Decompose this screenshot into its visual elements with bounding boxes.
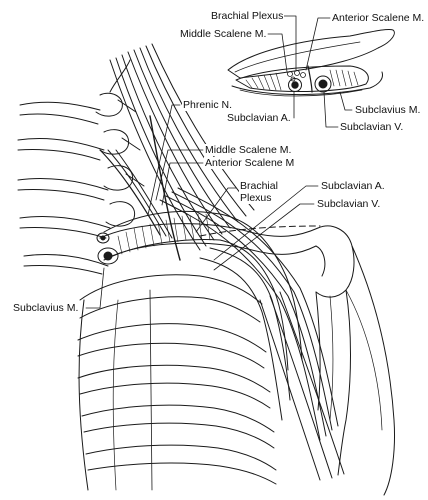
inset-hatching xyxy=(245,69,359,91)
label-anterior-scalene: Anterior Scalene M xyxy=(204,157,296,169)
label-subclavius: Subclavius M. xyxy=(12,302,80,314)
scalene-muscles xyxy=(99,43,255,261)
inset-label-subclavian-artery: Subclavian A. xyxy=(226,112,292,124)
inset-label-brachial-plexus: Brachial Plexus xyxy=(210,10,285,22)
cervical-vertebrae xyxy=(95,59,145,227)
inset-brachial-plexus-bundle xyxy=(287,70,306,82)
clavicle-and-shoulder xyxy=(99,223,355,476)
inset-label-subclavian-vein: Subclavian V. xyxy=(339,121,405,133)
inset-clavicle-cross-section xyxy=(227,15,395,128)
dashed-clavicle-outline xyxy=(199,225,321,237)
upper-ribs-left xyxy=(17,101,111,275)
inset-label-anterior-scalene: Anterior Scalene M. xyxy=(331,12,426,24)
main-leader-lines xyxy=(85,104,319,309)
label-middle-scalene: Middle Scalene M. xyxy=(204,144,293,156)
inset-label-subclavius: Subclavius M. xyxy=(354,104,422,116)
label-phrenic-nerve: Phrenic N. xyxy=(182,99,234,111)
first-rib-and-thoracic-cage xyxy=(77,274,277,491)
label-brachial-plexus: Brachial Plexus xyxy=(239,180,279,204)
pectoralis-minor-and-deltoid xyxy=(259,245,395,496)
subclavian-vessel-bundle xyxy=(96,210,221,265)
subclavian-artery-vein-course xyxy=(199,213,303,421)
label-subclavian-artery: Subclavian A. xyxy=(320,180,386,192)
inset-lower-rim xyxy=(231,71,383,96)
inset-label-middle-scalene: Middle Scalene M. xyxy=(179,28,268,40)
inset-channel xyxy=(235,65,369,92)
inset-subclavian-vein xyxy=(314,75,332,93)
label-subclavian-vein: Subclavian V. xyxy=(316,198,382,210)
